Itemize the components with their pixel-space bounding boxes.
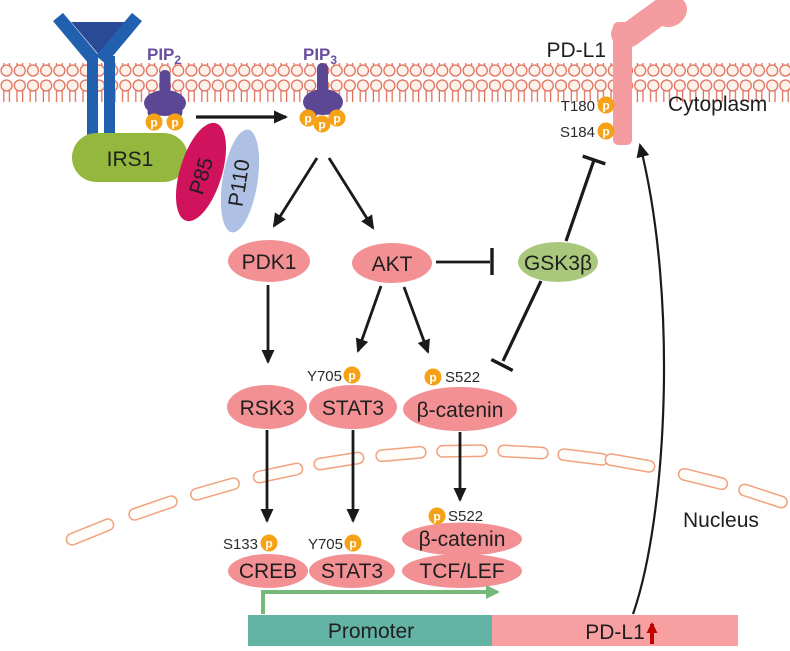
pip3-label: PIP3 xyxy=(303,45,337,67)
plasma-membrane xyxy=(0,63,790,102)
pdl1-protein xyxy=(611,0,688,145)
stat3-cytoplasm-label: STAT3 xyxy=(322,397,384,420)
nucleus-label: Nucleus xyxy=(683,509,759,532)
arrow-akt-to-stat3 xyxy=(355,285,383,353)
beta-catenin-cytoplasm-node: β-catenin xyxy=(403,387,517,431)
y705-nuclear-site-label: Y705 xyxy=(308,536,343,553)
phospho-icon: p xyxy=(424,368,442,386)
svg-text:p: p xyxy=(318,118,325,132)
akt-label: AKT xyxy=(372,253,413,276)
pathway-edges xyxy=(196,110,666,615)
beta-catenin-nucleus-node: β-catenin xyxy=(402,522,522,556)
stat3-cytoplasm-node: STAT3 xyxy=(309,385,397,429)
beta-catenin-cytoplasm-label: β-catenin xyxy=(417,399,504,422)
s184-site-label: S184 xyxy=(560,124,595,141)
inhibition-gsk3b-bcatenin-bar xyxy=(490,357,514,373)
svg-text:p: p xyxy=(265,537,272,551)
receptor-icon xyxy=(53,12,142,136)
pdl1-gene-label: PD-L1 xyxy=(585,621,645,644)
pip2-label: PIP2 xyxy=(147,45,181,67)
svg-text:p: p xyxy=(429,371,436,385)
gsk3b-label: GSK3β xyxy=(524,252,592,275)
svg-text:p: p xyxy=(171,116,178,130)
phospho-icon: p xyxy=(145,113,163,131)
creb-node: CREB xyxy=(228,554,308,588)
nuclear-membrane xyxy=(65,444,788,546)
arrow-pip3-to-akt xyxy=(327,157,375,230)
inhibition-gsk3b-bcatenin-shaft xyxy=(501,280,543,362)
pdk1-label: PDK1 xyxy=(242,251,297,274)
stat3-nucleus-label: STAT3 xyxy=(321,560,383,583)
svg-text:p: p xyxy=(348,369,355,383)
svg-text:p: p xyxy=(304,112,311,126)
pdl1-protein-label: PD-L1 xyxy=(546,39,606,62)
phospho-icon: p xyxy=(343,366,361,384)
s522-site-label: S522 xyxy=(445,369,480,386)
svg-text:p: p xyxy=(333,112,340,126)
pdl1-gene-bar xyxy=(492,615,738,646)
phospho-icon: p xyxy=(597,96,615,114)
akt-node: AKT xyxy=(352,243,432,283)
phospho-icon: p xyxy=(313,115,331,133)
stat3-nucleus-node: STAT3 xyxy=(309,554,395,588)
svg-text:p: p xyxy=(602,99,609,113)
tcf-lef-label: TCF/LEF xyxy=(419,560,504,583)
gsk3b-node: GSK3β xyxy=(518,242,598,282)
phospho-icon: p xyxy=(344,534,362,552)
arrow-pip3-to-pdk1 xyxy=(272,157,319,228)
inhibition-gsk3b-pdl1-shaft xyxy=(564,159,596,242)
phospho-icon: p xyxy=(597,122,615,140)
svg-text:p: p xyxy=(602,125,609,139)
cytoplasm-label: Cytoplasm xyxy=(668,93,767,116)
p85-node: P85 xyxy=(175,122,227,222)
t180-site-label: T180 xyxy=(561,98,595,115)
rsk3-label: RSK3 xyxy=(240,397,295,420)
s133-site-label: S133 xyxy=(223,536,258,553)
inhibition-gsk3b-pdl1-bar xyxy=(582,154,606,166)
s522-nuclear-site-label: S522 xyxy=(448,508,483,525)
phospho-icon: p xyxy=(328,109,346,127)
pdk1-node: PDK1 xyxy=(228,240,310,282)
phospho-icon: p xyxy=(299,109,317,127)
tcf-lef-node: TCF/LEF xyxy=(402,554,522,588)
phospho-icon: p xyxy=(260,534,278,552)
promoter-bar xyxy=(248,615,492,646)
svg-text:p: p xyxy=(433,510,440,524)
beta-catenin-nucleus-label: β-catenin xyxy=(419,528,506,551)
rsk3-node: RSK3 xyxy=(227,385,307,429)
irs1-node: IRS1 xyxy=(72,133,188,182)
phospho-icon: p xyxy=(166,113,184,131)
promoter-label: Promoter xyxy=(328,620,414,643)
svg-text:p: p xyxy=(150,116,157,130)
arrow-gene-to-pdl1-protein xyxy=(631,143,666,615)
svg-text:p: p xyxy=(349,537,356,551)
irs1-label: IRS1 xyxy=(107,148,154,171)
transcription-arrow xyxy=(261,585,500,614)
arrow-akt-to-bcatenin xyxy=(402,286,430,354)
creb-label: CREB xyxy=(239,560,297,583)
y705-site-label: Y705 xyxy=(307,368,342,385)
p110-node: P110 xyxy=(220,129,260,233)
phospho-icon: p xyxy=(428,507,446,525)
